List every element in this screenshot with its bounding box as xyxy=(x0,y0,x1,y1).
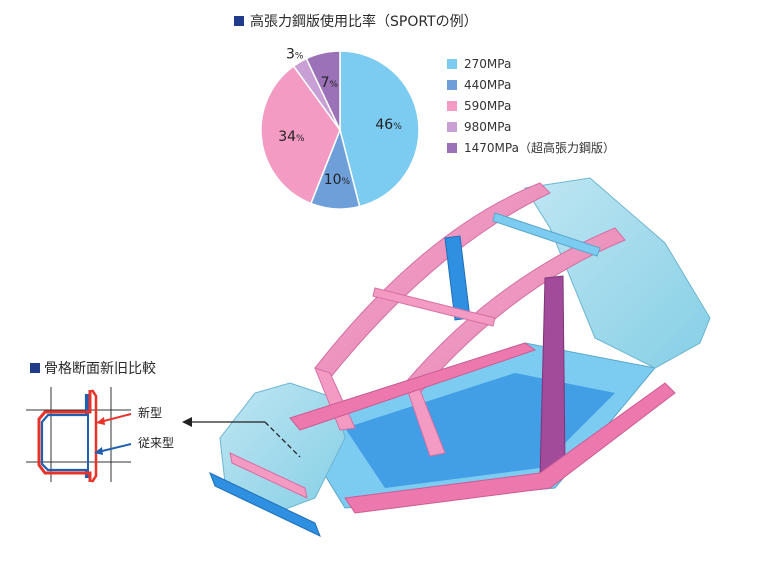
legend-swatch-3 xyxy=(447,121,457,132)
roof-bow-rear xyxy=(492,212,601,257)
pie-slice-label-1: 10% xyxy=(324,172,351,188)
pie-slice-label-2: 34% xyxy=(278,129,305,145)
pie-slice-4 xyxy=(305,50,341,131)
front-crossmember xyxy=(229,452,308,499)
pie-slice-label-3: 3% xyxy=(286,46,304,62)
chart-title-text: 高張力鋼版使用比率（SPORTの例） xyxy=(250,14,478,30)
side-sill xyxy=(344,382,676,514)
pie-slice-value-1: 10 xyxy=(324,172,342,188)
roof-rail-left xyxy=(314,182,551,379)
new-section-outline xyxy=(37,390,92,482)
title-square-icon xyxy=(234,16,244,26)
legend-label-1: 440MPa xyxy=(464,77,512,92)
cross-section-square-icon xyxy=(30,363,40,373)
legend-swatch-1 xyxy=(447,79,457,90)
side-sill-left xyxy=(289,342,537,431)
callout-dashed-line xyxy=(264,421,301,458)
cross-section-title-text: 骨格断面新旧比較 xyxy=(44,361,156,377)
old-arrow-line xyxy=(97,443,132,453)
chart-title: 高張力鋼版使用比率（SPORTの例） xyxy=(234,11,478,31)
callout-arrow xyxy=(182,417,301,458)
legend-label-3: 980MPa xyxy=(464,119,512,134)
pie-slice-label-4: 7% xyxy=(321,75,339,91)
pie-slice-unit-3: % xyxy=(295,51,304,61)
arrowhead-left-icon xyxy=(182,417,192,427)
pie-slice-value-0: 46 xyxy=(375,117,393,133)
pie-slice-label-0: 46% xyxy=(375,117,402,133)
legend-item-4: 1470MPa（超高張力鋼版） xyxy=(447,137,615,158)
new-arrow-icon xyxy=(96,417,105,425)
pie-slice-value-4: 7 xyxy=(321,75,330,91)
legend-label-4: 1470MPa（超高張力鋼版） xyxy=(464,141,615,155)
cross-section-title: 骨格断面新旧比較 xyxy=(30,358,156,378)
pie-slice-unit-1: % xyxy=(342,177,351,187)
cross-section-grid xyxy=(26,387,131,482)
new-arrow-line xyxy=(99,413,132,423)
old-arrow-icon xyxy=(94,447,103,455)
pie-chart: 46%10%34%3%7% xyxy=(260,46,420,210)
old-section-outline xyxy=(40,394,88,478)
roof-bow-front xyxy=(372,287,496,327)
legend-swatch-4 xyxy=(447,142,457,153)
new-section-flange xyxy=(90,389,98,483)
legend-item-2: 590MPa xyxy=(447,95,615,116)
cross-section-diagram xyxy=(26,387,132,483)
old-label: 従来型 xyxy=(138,436,175,450)
pie-slice-unit-0: % xyxy=(393,122,402,132)
front-bumper-beam xyxy=(209,472,321,537)
pie-slice-value-3: 3 xyxy=(286,46,295,62)
pie-slice-0 xyxy=(339,50,420,208)
legend-label-0: 270MPa xyxy=(464,56,512,71)
legend-item-3: 980MPa xyxy=(447,116,615,137)
pie-slice-2 xyxy=(260,65,341,205)
legend-swatch-0 xyxy=(447,58,457,69)
pie-slice-unit-2: % xyxy=(296,134,305,144)
pie-slice-value-2: 34 xyxy=(278,129,296,145)
legend: 270MPa 440MPa 590MPa 980MPa 1470MPa（超高張力鋼版） xyxy=(447,53,615,158)
new-label: 新型 xyxy=(138,406,163,420)
pie-slice-unit-4: % xyxy=(329,80,338,90)
legend-swatch-2 xyxy=(447,100,457,111)
legend-item-0: 270MPa xyxy=(447,53,615,74)
legend-item-1: 440MPa xyxy=(447,74,615,95)
legend-label-2: 590MPa xyxy=(464,98,512,113)
b-pillar xyxy=(539,275,566,479)
car-body-illustration xyxy=(209,177,711,537)
